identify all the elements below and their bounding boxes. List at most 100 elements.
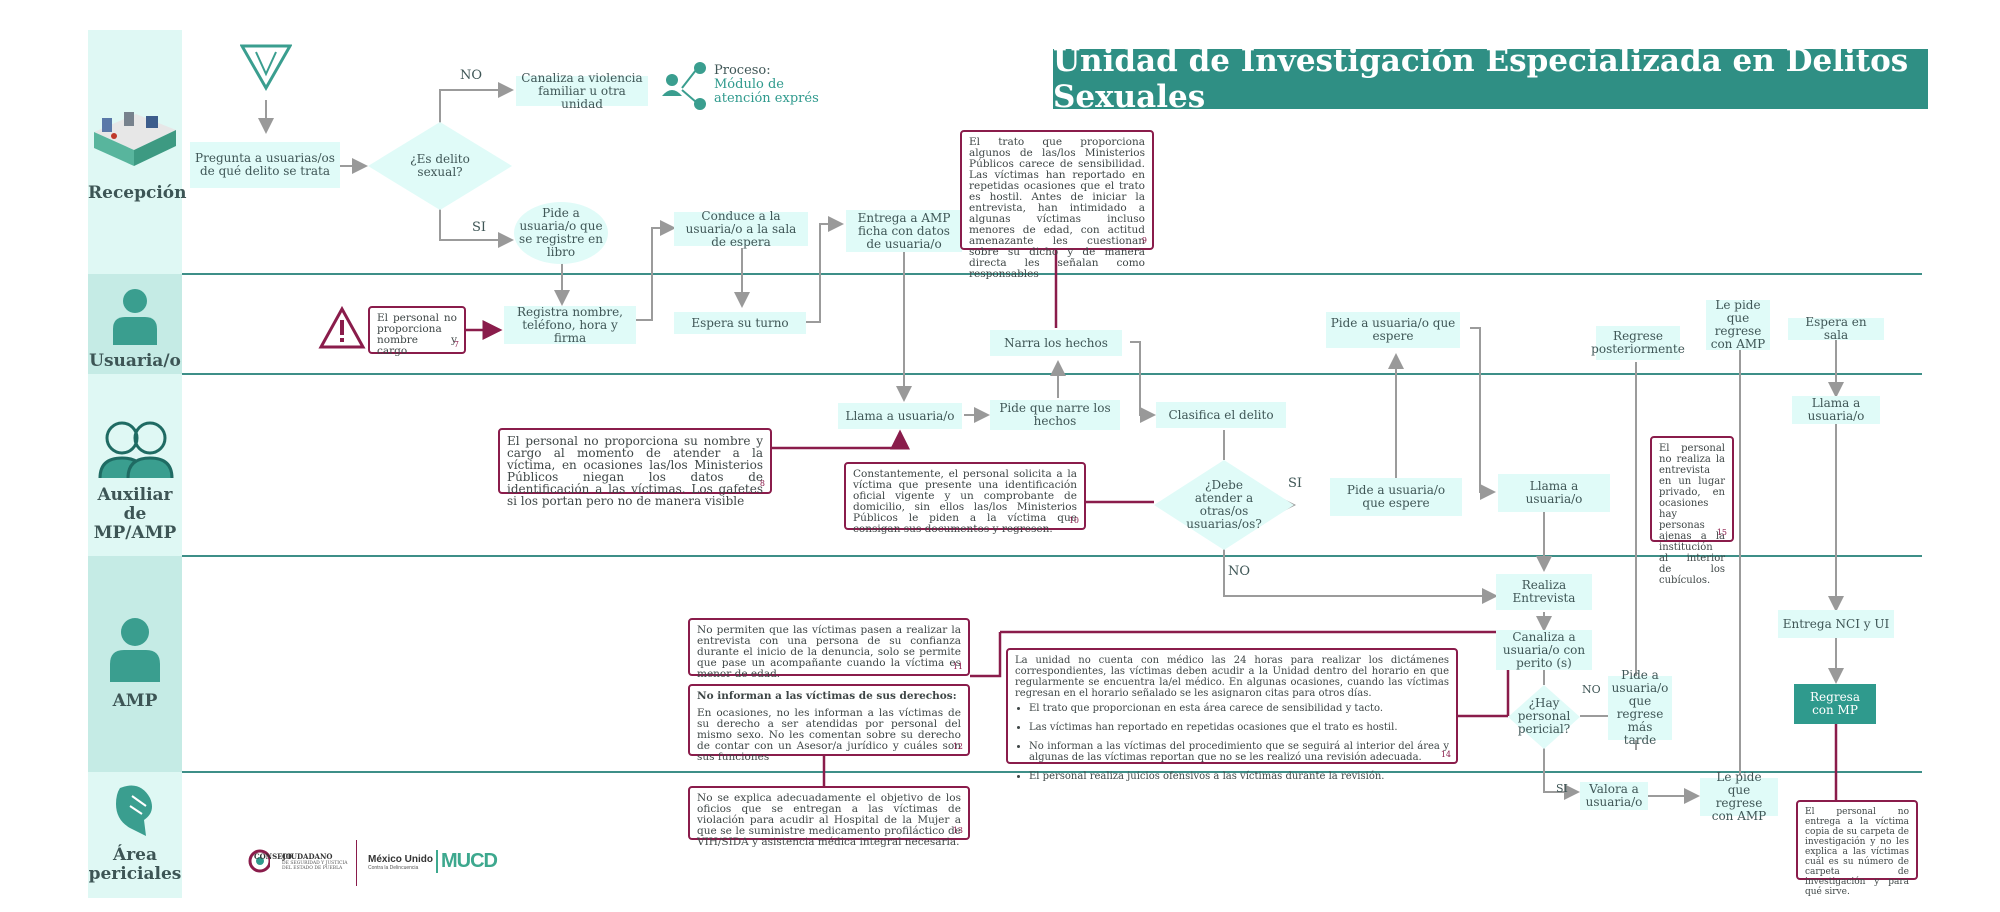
step-pide-espere-top: Pide a usuaria/o que espere: [1326, 312, 1460, 348]
consejo-line2: CIUDADANO: [282, 852, 333, 861]
note-16: El personal no entrega a la víctima copi…: [1796, 800, 1918, 897]
process-legend-text: Proceso: Módulo de atención exprés: [714, 64, 819, 106]
lane-label-usuario: Usuaria/o: [89, 351, 181, 371]
heads-talking-icon: [116, 785, 152, 836]
note-11: No permiten que las víctimas pasen a rea…: [688, 618, 970, 680]
note-text: La unidad no cuenta con médico las 24 ho…: [1015, 655, 1449, 699]
process-legend-icon: [662, 62, 706, 110]
warning-icon: [318, 306, 366, 349]
step-narra: Narra los hechos: [990, 330, 1122, 356]
note-text: Constantemente, el personal solicita a l…: [853, 468, 1077, 535]
step-regresa-mp: Regresa con MP: [1794, 684, 1876, 724]
edge-label-no: NO: [460, 68, 483, 83]
note-number: 14: [1440, 750, 1451, 759]
note-text: El personal no realiza la entrevista en …: [1659, 443, 1725, 586]
lane-divider: [182, 555, 1922, 557]
step-valora: Valora a usuaria/o: [1580, 782, 1648, 810]
note-12: No informan a las víctimas de sus derech…: [688, 684, 970, 763]
reception-desk-icon: [94, 112, 176, 166]
step-clasifica: Clasifica el delito: [1156, 402, 1286, 428]
note-text: El trato que proporciona algunos de las/…: [969, 136, 1145, 280]
step-llama-3: Llama a usuaria/o: [1792, 396, 1880, 424]
logo-mucd: MUCD: [436, 850, 498, 873]
step-llama-2: Llama a usuaria/o: [1498, 474, 1610, 512]
step-canaliza-perito: Canaliza a usuaria/o con perito (s): [1496, 630, 1592, 670]
consejo-logo-icon: [248, 849, 270, 873]
note-number: 12: [952, 742, 963, 751]
decision-diamond-delito: [368, 122, 512, 210]
lane-label-periciales: Área periciales: [88, 845, 182, 884]
legend-line1: Proceso:: [714, 63, 771, 78]
note-number: 13: [952, 826, 963, 835]
mexico-line1: México Unido: [368, 854, 434, 865]
consejo-line3: DE SEGURIDAD Y JUSTICIA DEL ESTADO DE PU…: [282, 861, 348, 871]
lane-label-auxiliar: Auxiliar de MP/AMP: [93, 485, 177, 543]
step-pide-regrese-tarde: Pide a usuaria/o que regrese más tarde: [1608, 669, 1672, 747]
edge-label-si: SI: [1556, 782, 1568, 795]
note-15: El personal no realiza la entrevista en …: [1650, 436, 1734, 586]
assistants-icon: [98, 421, 174, 478]
edge-label-no: NO: [1582, 683, 1601, 696]
decision-es-delito: ¿Es delito sexual?: [410, 152, 470, 179]
step-llama-1: Llama a usuaria/o: [838, 403, 962, 429]
note-number: 8: [759, 479, 765, 488]
decision-hay-personal: ¿Hay personal pericial?: [1517, 695, 1571, 736]
note-bullet: No informan a las víctimas del procedimi…: [1029, 741, 1449, 763]
start-triangle-icon: [240, 44, 292, 92]
note-title: No informan a las víctimas de sus derech…: [697, 690, 957, 702]
user-icon: [113, 289, 157, 345]
step-espera-turno: Espera su turno: [674, 312, 806, 334]
note-14: La unidad no cuenta con médico las 24 ho…: [1006, 648, 1458, 782]
step-conduce: Conduce a la usuaria/o a la sala de espe…: [674, 209, 808, 248]
step-canaliza-violencia: Canaliza a violencia familiar u otra uni…: [516, 71, 648, 110]
note-bullet: Las víctimas han reportado en repetidas …: [1029, 722, 1449, 733]
note-text: No se explica adecuadamente el objetivo …: [697, 792, 961, 848]
decision-debe-atender: ¿Debe atender a otras/os usuarias/os?: [1186, 478, 1262, 531]
step-entrega-amp: Entrega a AMP ficha con datos de usuaria…: [846, 210, 962, 252]
note-number: 7: [453, 340, 459, 349]
step-pide-espere-low: Pide a usuaria/o que espere: [1330, 478, 1462, 516]
step-pide-narre: Pide que narre los hechos: [990, 400, 1120, 430]
lane-label-amp: AMP: [112, 691, 158, 711]
step-espera-sala: Espera en sala: [1788, 316, 1884, 342]
note-text: El personal no proporciona nombre y carg…: [377, 312, 457, 357]
note-8: El personal no proporciona su nombre y c…: [498, 428, 772, 507]
note-text: No permiten que las víctimas pasen a rea…: [697, 624, 961, 680]
step-registra: Registra nombre, teléfono, hora y firma: [504, 305, 636, 344]
step-le-pide-top: Le pide que regrese con AMP: [1706, 299, 1770, 351]
note-number: 10: [1068, 516, 1079, 525]
note-bullets: El trato que proporcionan en esta área c…: [1015, 703, 1449, 782]
logo-mexico-unido: México Unido Contra la Delincuencia: [368, 854, 433, 871]
step-entrega-nci: Entrega NCI y UI: [1778, 610, 1894, 638]
step-le-pide-bottom: Le pide que regrese con AMP: [1700, 771, 1778, 823]
step-pregunta: Pregunta a usuarias/os de qué delito se …: [190, 142, 340, 188]
step-regrese-posteriormente: Regrese posteriormente: [1591, 326, 1685, 360]
logo-consejo: CONSEJO CIUDADANO DE SEGURIDAD Y JUSTICI…: [248, 848, 348, 878]
note-text: El personal no entrega a la víctima copi…: [1805, 807, 1909, 897]
note-number: 9: [1141, 236, 1147, 245]
decision-diamond-pericial: [1508, 685, 1580, 749]
step-realiza-entrevista: Realiza Entrevista: [1496, 574, 1592, 610]
logo-divider: [356, 840, 357, 886]
note-number: 15: [1716, 528, 1727, 537]
decision-diamond-atender: [1154, 460, 1294, 550]
note-9: El trato que proporciona algunos de las/…: [960, 130, 1154, 280]
note-text: El personal no proporciona su nombre y c…: [507, 434, 763, 508]
edge-label-si: SI: [472, 220, 487, 235]
note-text: En ocasiones, no les informan a las víct…: [697, 707, 961, 763]
page-title: Unidad de Investigación Especializada en…: [1053, 43, 1928, 115]
mexico-line2: Contra la Delincuencia: [368, 865, 419, 871]
lane-divider: [182, 771, 1922, 773]
legend-line2: Módulo de: [714, 77, 784, 92]
edge-label-si: SI: [1288, 476, 1303, 491]
note-10: Constantemente, el personal solicita a l…: [844, 462, 1086, 535]
note-bullet: El personal realiza juicios ofensivos a …: [1029, 771, 1449, 782]
lane-divider: [182, 273, 1922, 275]
note-number: 11: [952, 662, 963, 671]
edge-label-no: NO: [1228, 564, 1251, 579]
consejo-line1: CONSEJO: [254, 852, 292, 861]
note-7: El personal no proporciona nombre y carg…: [368, 306, 466, 357]
note-13: No se explica adecuadamente el objetivo …: [688, 786, 970, 848]
lane-label-recepcion: Recepción: [88, 183, 187, 203]
